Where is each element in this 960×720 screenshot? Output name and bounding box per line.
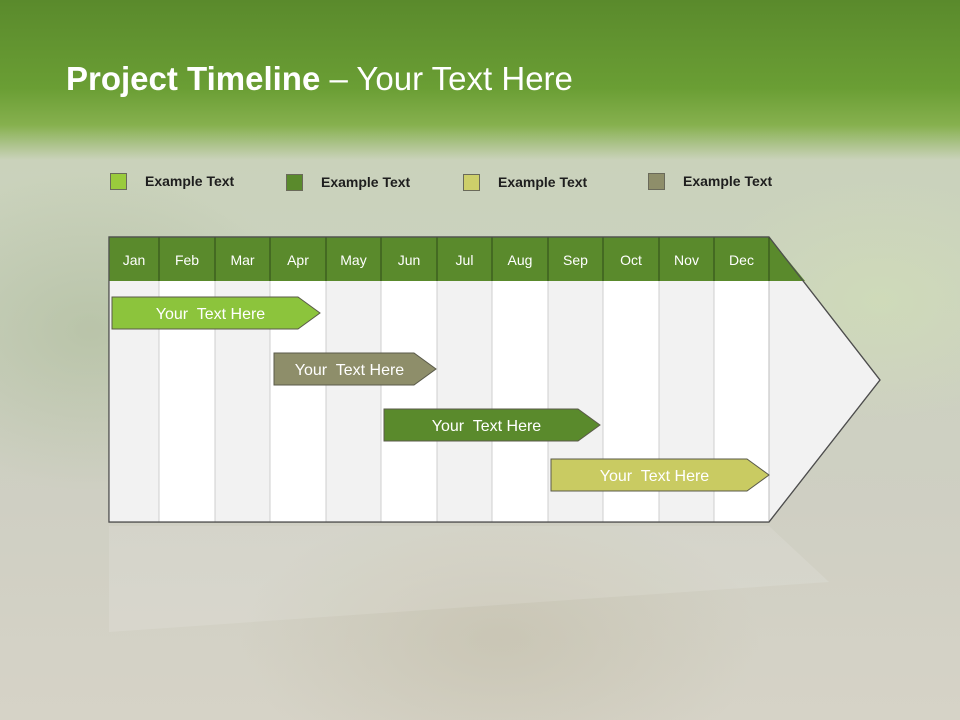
task-bar-3 — [383, 408, 601, 442]
task-label-4: Your Text Here — [600, 468, 710, 485]
month-label-apr: Apr — [287, 252, 309, 268]
legend-swatch-1 — [110, 172, 127, 190]
month-column-aug — [492, 281, 548, 522]
month-label-oct: Oct — [620, 252, 642, 268]
month-column-may — [326, 281, 381, 522]
title-rest: – Your Text Here — [320, 60, 573, 97]
month-column-jun — [381, 281, 437, 522]
legend-item-3: Example Text — [463, 172, 587, 192]
month-header-band — [109, 237, 805, 281]
month-label-nov: Nov — [674, 252, 699, 268]
task-bar-4 — [550, 458, 770, 492]
legend-item-1: Example Text — [110, 171, 234, 191]
task-bar-1 — [111, 296, 321, 330]
task-label-2: Your Text Here — [295, 362, 405, 379]
legend-label-2: Example Text — [321, 174, 411, 190]
month-label-feb: Feb — [175, 252, 199, 268]
legend-swatch-4 — [648, 172, 665, 190]
legend-label-3: Example Text — [498, 174, 588, 190]
legend-label-4: Example Text — [683, 173, 773, 189]
month-label-aug: Aug — [508, 252, 533, 268]
month-label-may: May — [340, 252, 366, 268]
month-label-mar: Mar — [230, 252, 254, 268]
timeline-reflection — [109, 526, 829, 632]
month-column-jul — [437, 281, 492, 522]
month-label-dec: Dec — [729, 252, 754, 268]
legend-item-2: Example Text — [286, 172, 410, 192]
timeline-arrow-outline — [108, 236, 881, 523]
month-label-jan: Jan — [123, 252, 146, 268]
legend-item-4: Example Text — [648, 171, 772, 191]
legend-label-1: Example Text — [145, 173, 235, 189]
header-banner — [0, 0, 960, 160]
task-bar-2 — [273, 352, 437, 386]
task-label-1: Your Text Here — [156, 306, 266, 323]
month-label-jun: Jun — [398, 252, 421, 268]
month-label-jul: Jul — [456, 252, 474, 268]
page-title: Project Timeline – Your Text Here — [66, 60, 573, 98]
legend-swatch-2 — [286, 173, 303, 191]
legend-swatch-3 — [463, 173, 480, 191]
title-bold: Project Timeline — [66, 60, 321, 97]
task-label-3: Your Text Here — [432, 418, 542, 435]
month-label-sep: Sep — [563, 252, 588, 268]
